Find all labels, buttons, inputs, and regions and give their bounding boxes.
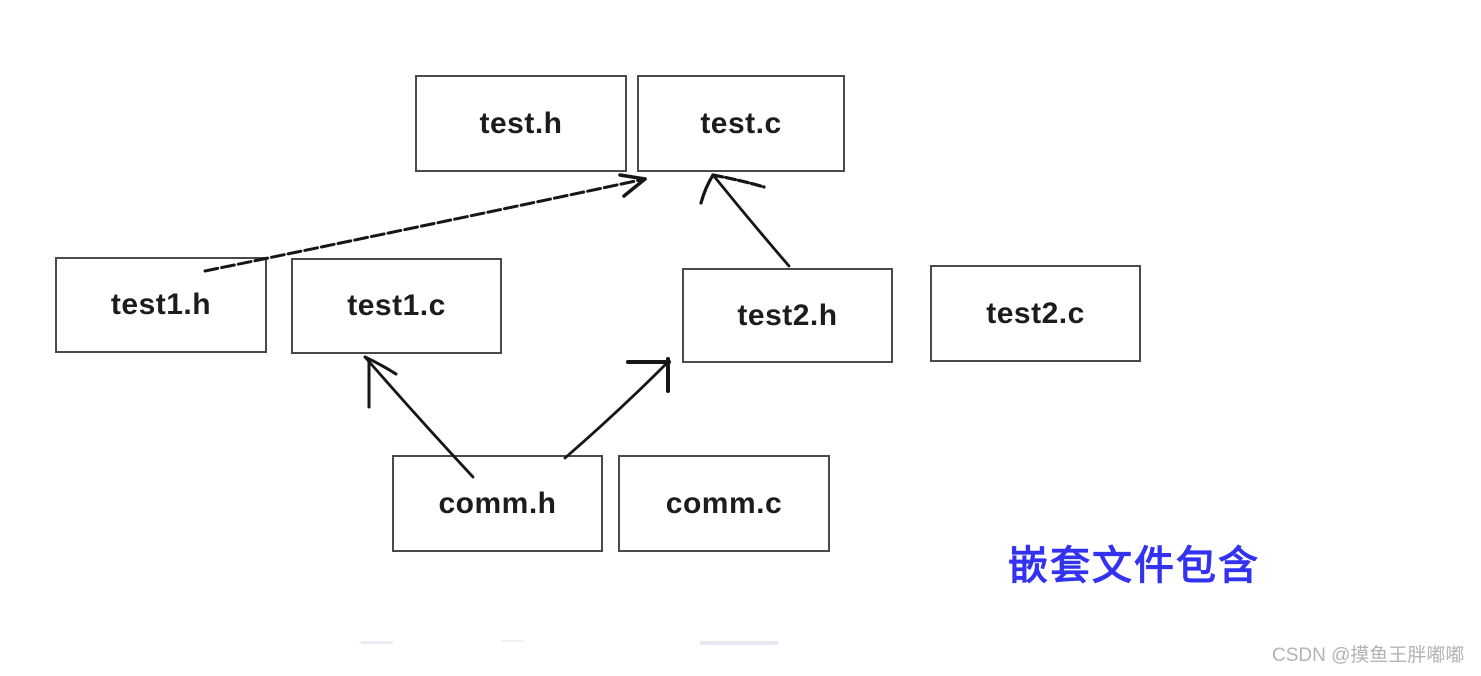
file-label-comm-c: comm.c — [665, 486, 783, 520]
faint-smudge — [700, 641, 778, 645]
file-label-test2-c: test2.c — [986, 296, 1085, 330]
file-box-test2-c: test2.c — [930, 265, 1141, 362]
faint-smudge — [361, 641, 393, 644]
file-box-comm-h: comm.h — [392, 455, 603, 552]
file-box-comm-c: comm.c — [618, 455, 830, 552]
file-label-test1-c: test1.c — [347, 289, 446, 322]
file-label-test-c: test.c — [700, 106, 782, 140]
file-box-test-h: test.h — [415, 75, 627, 172]
arrow-test1h-to-testc — [203, 173, 647, 273]
arrow-test2h-to-testc — [699, 173, 791, 268]
diagram-caption: 嵌套文件包含 — [1008, 544, 1260, 588]
file-box-test1-h: test1.h — [55, 257, 267, 353]
csdn-watermark: CSDN @摸鱼王胖嘟嘟 — [1272, 645, 1465, 666]
file-box-test1-c: test1.c — [291, 258, 502, 354]
arrow-commh-to-test2h — [563, 357, 671, 460]
file-label-test1-h: test1.h — [110, 288, 212, 321]
file-label-test2-h: test2.h — [737, 298, 838, 332]
faint-smudge — [501, 640, 524, 642]
file-label-comm-h: comm.h — [438, 486, 557, 520]
file-box-test2-h: test2.h — [682, 268, 893, 363]
file-label-test-h: test.h — [479, 106, 563, 140]
file-box-test-c: test.c — [637, 75, 845, 172]
